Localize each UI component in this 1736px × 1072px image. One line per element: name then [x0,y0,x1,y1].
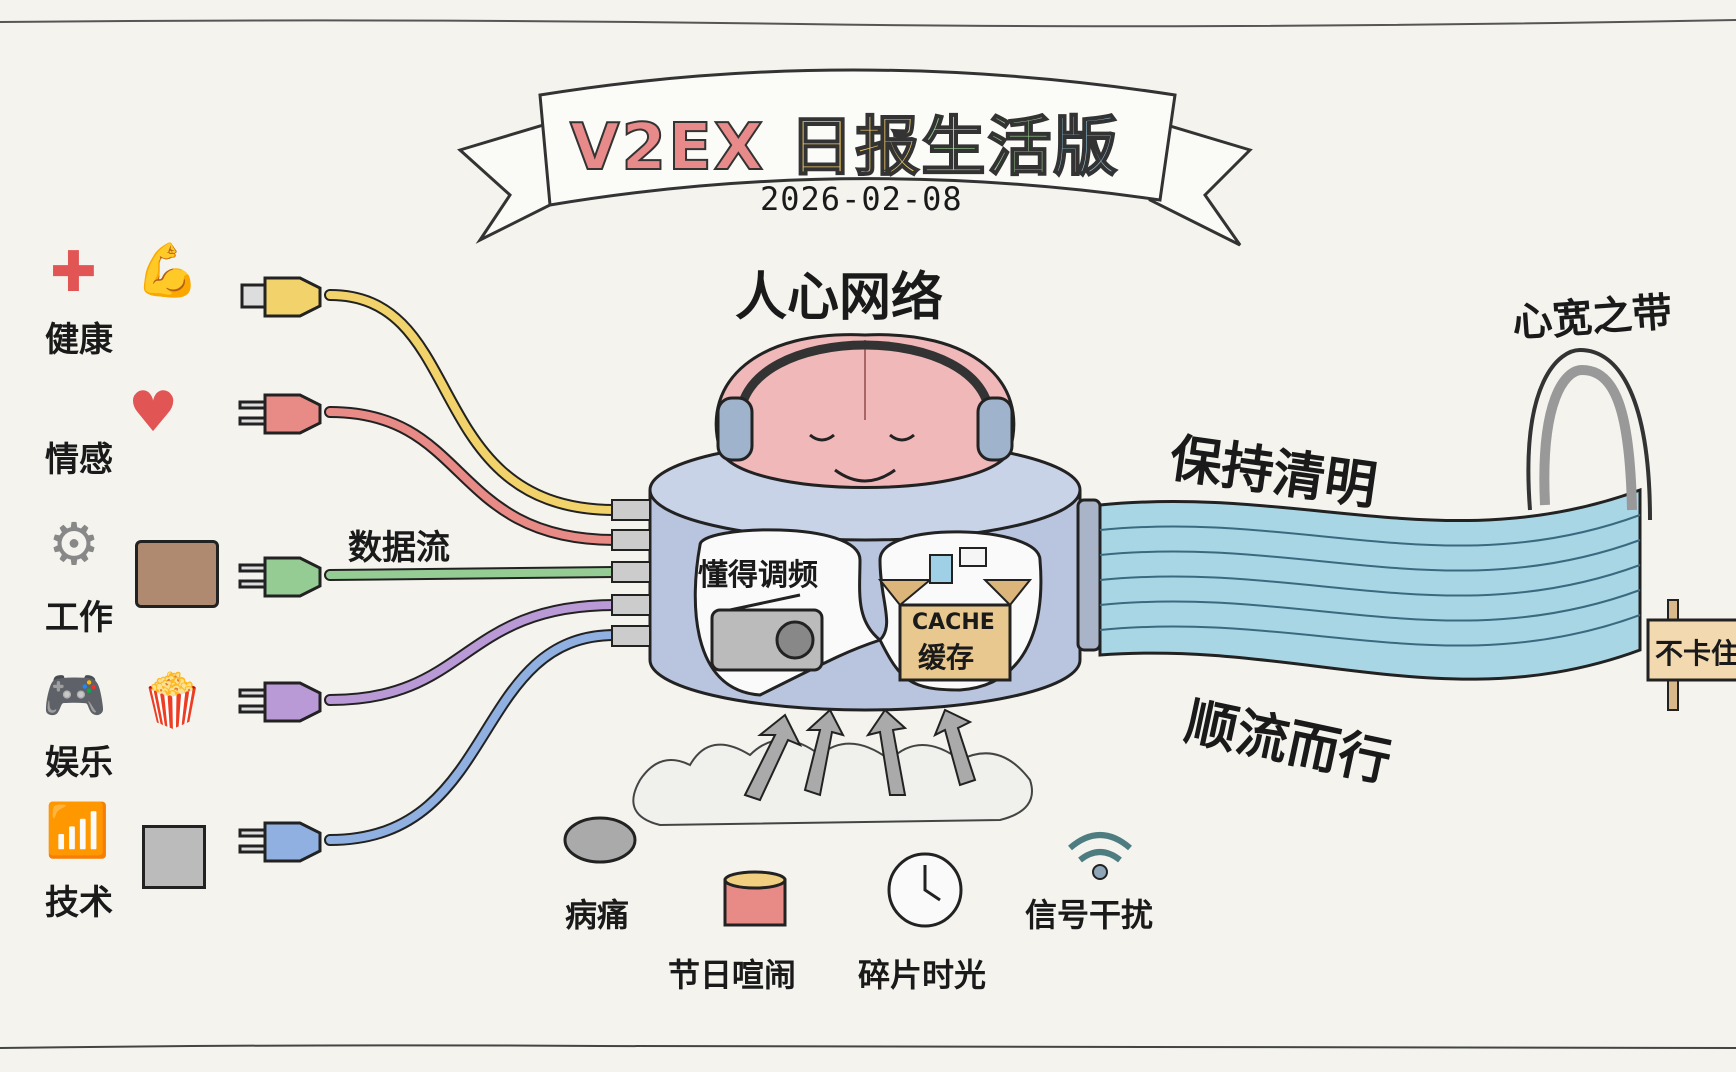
wifi-icon: 📶 [45,801,110,861]
sign-label: 不卡住 [1655,637,1736,670]
disturbance-holiday: 节日喧闹 [668,956,797,994]
disturbance-signal: 信号干扰 [1025,896,1154,934]
red-cross-icon: ✚ [50,240,97,305]
briefcase-icon [135,540,219,608]
title-part-life: 生活 [920,110,1054,186]
cache-label-en: CACHE [912,610,995,635]
flexed-arm-icon: 💪 [135,241,200,301]
title-part-daily: 日报 [788,110,922,186]
disturbance-illness: 病痛 [565,896,630,934]
gamepad-icon: 🎮 [42,666,107,726]
category-label-tech: 技术 [45,883,113,923]
chip-icon [142,825,206,889]
date-label: 2026-02-08 [760,180,963,218]
title-part-edition: 版 [1052,110,1120,186]
category-label-entertainment: 娱乐 [45,743,113,783]
category-label-emotion: 情感 [45,440,113,480]
heart-icon: ♥ [128,380,179,445]
page-title: V2EX 日报生活版 [569,96,1120,188]
gear-icon: ⚙ [48,510,100,578]
title-part-v2ex: V2EX [569,110,766,186]
band-label: 心宽之带 [1510,289,1674,347]
cache-label-zh: 缓存 [918,641,975,674]
tuning-label: 懂得调频 [698,558,818,593]
category-label-work: 工作 [45,598,113,638]
category-label-health: 健康 [45,320,113,360]
data-flow-label: 数据流 [348,528,450,568]
center-label: 人心网络 [735,268,944,328]
disturbance-fragmented-time: 碎片时光 [858,956,987,994]
popcorn-icon: 🍿 [140,671,205,731]
